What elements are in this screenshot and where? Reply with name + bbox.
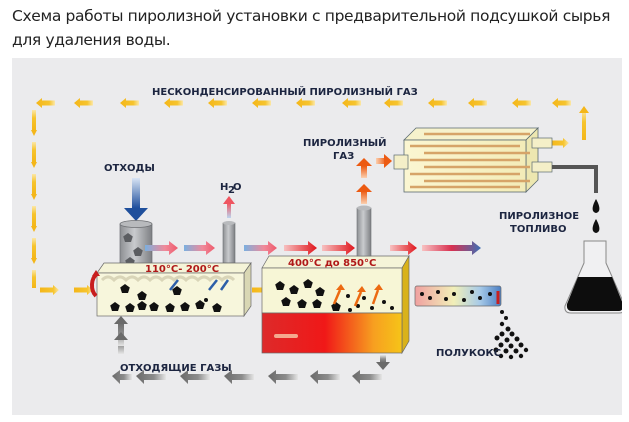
reactor-flow-arrows bbox=[284, 241, 481, 255]
coke-conveyor bbox=[414, 285, 502, 307]
uncondensed-gas-loop bbox=[31, 98, 589, 295]
water-vapor-arrow bbox=[223, 196, 235, 218]
pyrolysis-gas-arrows bbox=[356, 154, 392, 204]
gas-arrows-left bbox=[31, 110, 37, 288]
exhaust-gas-arrows bbox=[112, 316, 390, 384]
label-reactor-temperature: 400°С до 850°С bbox=[288, 258, 376, 269]
h2o-o: O bbox=[233, 182, 242, 193]
figure-caption: Схема работы пиролизной установки с пред… bbox=[12, 7, 611, 49]
diagram-canvas: НЕСКОНДЕНСИРОВАННЫЙ ПИРОЛИЗНЫЙ ГАЗ ОТХОД… bbox=[31, 85, 622, 384]
dryer-chamber bbox=[90, 261, 252, 318]
water-vapor-label: H 2 O bbox=[220, 182, 242, 196]
label-pyrolysis-fuel-1: ПИРОЛИЗНОЕ bbox=[499, 211, 579, 222]
fuel-outlet bbox=[552, 165, 598, 193]
fuel-drops bbox=[592, 199, 600, 233]
label-dryer-temperature: 110°С- 200°С bbox=[145, 264, 219, 275]
gas-arrows-top bbox=[36, 98, 571, 108]
label-pyrolysis-gas-1: ПИРОЛИЗНЫЙ bbox=[303, 136, 386, 149]
h2o-h: H bbox=[220, 182, 228, 193]
label-waste: ОТХОДЫ bbox=[104, 163, 155, 174]
label-pyrolysis-fuel-2: ТОПЛИВО bbox=[510, 224, 567, 235]
label-exhaust-gases: ОТХОДЯЩИЕ ГАЗЫ bbox=[120, 363, 232, 374]
gas-outlet-pipe bbox=[356, 205, 372, 257]
label-semicoke: ПОЛУКОКС bbox=[436, 348, 501, 359]
vapor-outlet-pipe bbox=[222, 221, 236, 264]
label-pyrolysis-gas-2: ГАЗ bbox=[333, 151, 354, 162]
gas-riser-head bbox=[579, 106, 589, 113]
fuel-flask bbox=[564, 240, 622, 314]
semicoke-pile bbox=[493, 310, 529, 360]
h2o-sub: 2 bbox=[228, 185, 235, 196]
waste-input-arrow bbox=[124, 178, 148, 221]
condenser bbox=[393, 127, 553, 193]
dryer-flow-arrows bbox=[145, 241, 277, 255]
pyrolysis-diagram: НЕСКОНДЕНСИРОВАННЫЙ ПИРОЛИЗНЫЙ ГАЗ ОТХОД… bbox=[12, 58, 622, 415]
gas-riser bbox=[582, 110, 586, 140]
label-uncondensed-gas: НЕСКОНДЕНСИРОВАННЫЙ ПИРОЛИЗНЫЙ ГАЗ bbox=[152, 85, 418, 98]
pyrolysis-reactor bbox=[261, 254, 410, 355]
gas-from-condenser bbox=[550, 138, 569, 148]
